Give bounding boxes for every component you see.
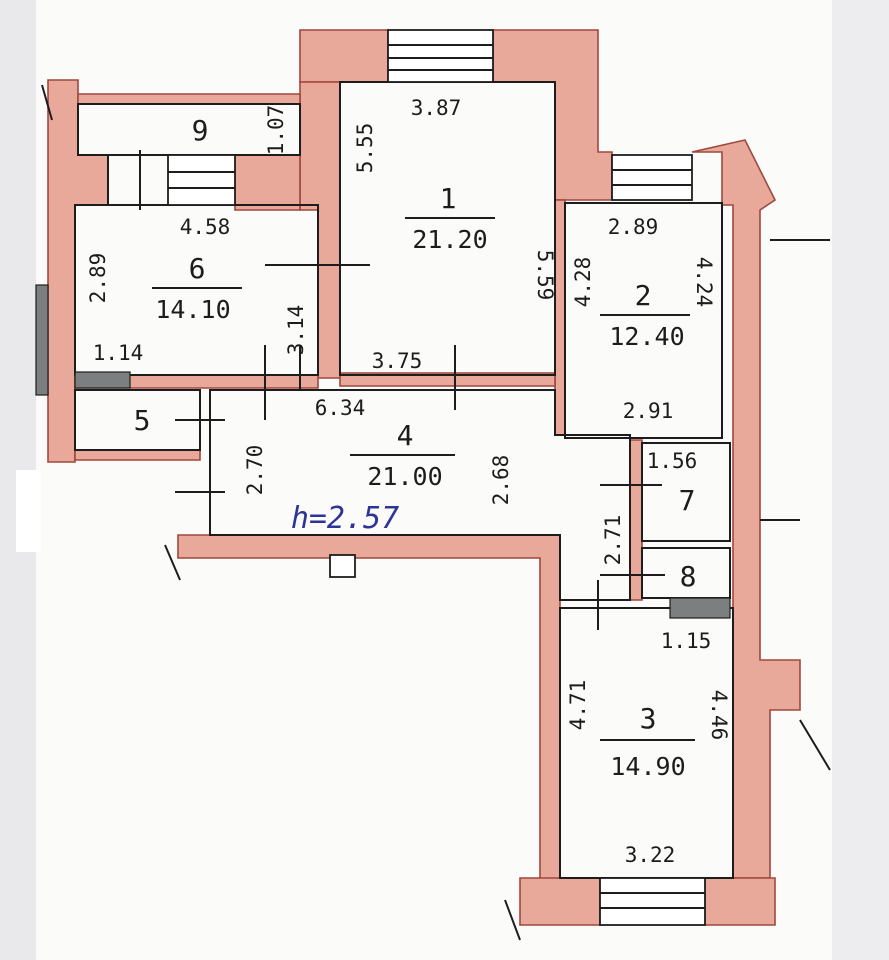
wall-corridor-bottom (177, 534, 561, 881)
room-4-dim-hall: 2.71 (601, 515, 625, 566)
room-1-dim-top: 3.87 (411, 96, 462, 120)
room-2-dim-bottom: 2.91 (623, 399, 674, 423)
walls (47, 29, 801, 926)
room-4-area: 21.00 (367, 462, 442, 491)
wall-top-right-block (492, 29, 613, 201)
scan-white-patch (16, 470, 41, 552)
openings (35, 29, 731, 926)
room-2-outline (564, 202, 723, 439)
room-9-dim-right: 1.07 (264, 105, 288, 156)
room-3-dim-right: 4.46 (707, 690, 731, 741)
room-2-dim-right: 4.24 (692, 257, 716, 308)
room-6-area: 14.10 (155, 295, 230, 324)
room-4-dim-right: 2.68 (489, 455, 513, 506)
room-2-number: 2 (635, 279, 652, 312)
vent-room3 (669, 597, 731, 619)
room-1-number: 1 (440, 182, 457, 215)
room-9-number: 9 (192, 114, 209, 147)
room-1-dim-left: 5.55 (353, 123, 377, 174)
vent-left-wall (35, 284, 49, 396)
room-3-dim-bottom: 3.22 (625, 843, 676, 867)
room-6-dim-left: 2.89 (86, 253, 110, 304)
room-8-number: 8 (680, 560, 697, 593)
room-4-dim-top: 6.34 (315, 396, 366, 420)
room-2-dim-top: 2.89 (608, 215, 659, 239)
room-6-dim-top: 4.58 (180, 215, 231, 239)
room-3-area: 14.90 (610, 752, 685, 781)
room-1-area: 21.20 (412, 225, 487, 254)
room-6-number: 6 (189, 252, 206, 285)
room-4-dim-left: 2.70 (243, 445, 267, 496)
window-top-room9 (107, 150, 236, 210)
wall-bottom-entrance (519, 877, 601, 926)
room-1-dim-right: 5.59 (533, 250, 557, 301)
wall-room2-left (554, 199, 566, 436)
wall-top-left-strip (77, 93, 301, 105)
wall-room5-bottom (74, 449, 201, 461)
door-markers (41, 84, 831, 941)
room-3-number: 3 (640, 702, 657, 735)
room-6-dim-right: 3.14 (284, 305, 308, 356)
room-1-dim-bottom: 3.75 (372, 349, 423, 373)
room-4-outline (209, 389, 631, 601)
vent-room6 (74, 371, 131, 389)
wall-outline-main (299, 29, 389, 83)
room-5-number: 5 (134, 404, 151, 437)
room-7-number: 7 (679, 484, 696, 517)
room-2-area: 12.40 (609, 322, 684, 351)
room-7-outline (641, 442, 731, 542)
room-3-dim-left: 4.71 (566, 680, 590, 731)
scan-margin-right (832, 0, 889, 960)
room-7-dim-top: 1.56 (647, 449, 698, 473)
wall-bottom-right (704, 877, 776, 926)
labels: 1 21.20 3.87 5.55 5.59 3.75 2 12.40 2.89… (86, 96, 731, 867)
window-top-room2 (611, 154, 693, 201)
window-top-room1 (387, 29, 494, 83)
window-bottom-room3 (599, 877, 706, 926)
wall-room1-bottom (339, 372, 556, 387)
room-3-dim-top: 1.15 (661, 629, 712, 653)
room-4-number: 4 (397, 419, 414, 452)
room-2-dim-left: 4.28 (571, 257, 595, 308)
ceiling-height-label: h=2.57 (291, 501, 399, 536)
wall-room2-outer (691, 139, 801, 879)
notch-bottom (329, 554, 356, 578)
room-6-dim-bottom: 1.14 (93, 341, 144, 365)
